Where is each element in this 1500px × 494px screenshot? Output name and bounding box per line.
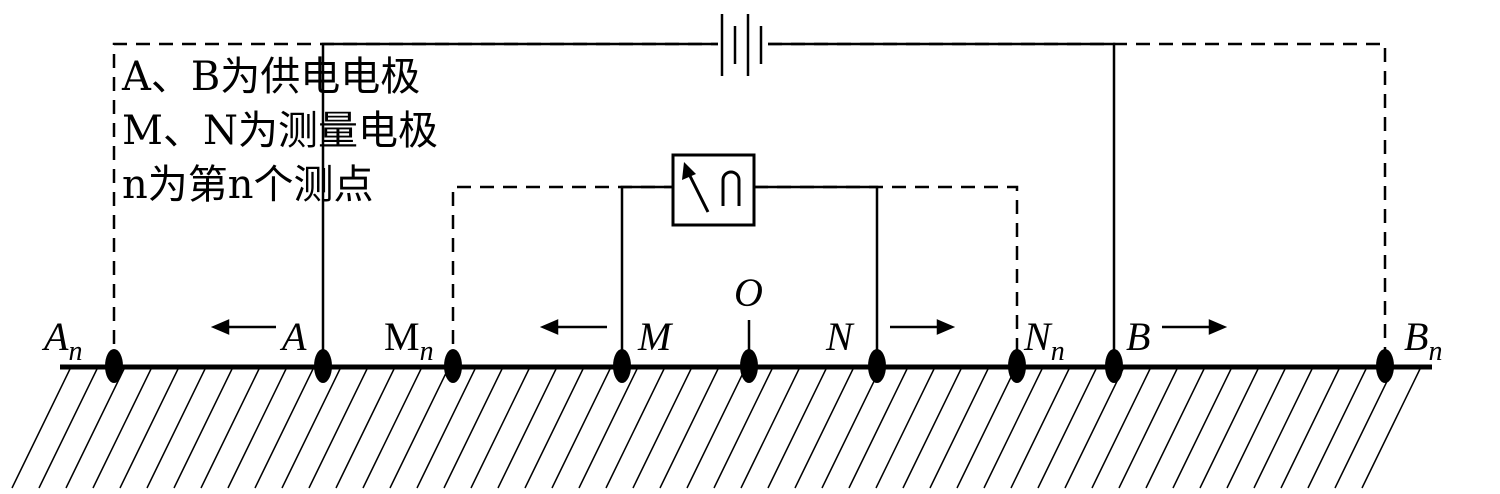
electrode-Nn	[1008, 349, 1026, 383]
label-Mn: Mn	[384, 314, 434, 367]
hatch-line	[956, 368, 1016, 489]
hatch-line	[443, 368, 503, 489]
label-Nn: Nn	[1023, 314, 1065, 367]
hatch-line	[335, 368, 395, 489]
hatch-line	[1010, 368, 1070, 489]
hatch-line	[1226, 368, 1286, 489]
hatch-line	[1091, 368, 1151, 489]
hatch-line	[1145, 368, 1205, 489]
hatch-line	[578, 368, 638, 489]
ground-hatch	[11, 368, 1421, 489]
hatch-line	[902, 368, 962, 489]
electrode-N	[868, 349, 886, 383]
hatch-line	[848, 368, 908, 489]
hatch-line	[524, 368, 584, 489]
hatch-line	[38, 368, 98, 489]
electrode-Bn	[1376, 349, 1394, 383]
hatch-line	[632, 368, 692, 489]
galvanometer-icon	[671, 153, 756, 227]
hatch-line	[1253, 368, 1313, 489]
hatch-line	[119, 368, 179, 489]
label-N: N	[825, 314, 855, 359]
hatch-line	[281, 368, 341, 489]
label-M: M	[637, 314, 674, 359]
electrode-Mn	[444, 349, 462, 383]
label-Bn: Bn	[1404, 314, 1442, 367]
hatch-line	[1199, 368, 1259, 489]
hatch-line	[146, 368, 206, 489]
hatch-line	[362, 368, 422, 489]
electrode-B	[1105, 349, 1123, 383]
electrode-O	[740, 349, 758, 383]
hatch-line	[254, 368, 314, 489]
legend-line-electrodes-supply: A、B为供电电极	[122, 54, 421, 100]
hatch-line	[173, 368, 233, 489]
hatch-line	[1064, 368, 1124, 489]
hatch-line	[200, 368, 260, 489]
hatch-line	[497, 368, 557, 489]
hatch-line	[713, 368, 773, 489]
supply-circuit	[321, 42, 1116, 367]
hatch-line	[227, 368, 287, 489]
hatch-line	[767, 368, 827, 489]
electrodes	[105, 349, 1394, 383]
measurement-circuit	[620, 185, 879, 367]
hatch-line	[1361, 368, 1421, 489]
label-An: An	[41, 314, 82, 367]
hatch-line	[1307, 368, 1367, 489]
hatch-line	[551, 368, 611, 489]
legend-line-electrodes-measure: M、N为测量电极	[122, 108, 438, 154]
hatch-line	[11, 368, 71, 489]
label-A: A	[279, 314, 307, 359]
hatch-line	[875, 368, 935, 489]
hatch-line	[1334, 368, 1394, 489]
hatch-line	[929, 368, 989, 489]
hatch-line	[1172, 368, 1232, 489]
hatch-line	[1280, 368, 1340, 489]
label-B: B	[1126, 314, 1150, 359]
direction-arrows	[210, 319, 1228, 335]
hatch-line	[821, 368, 881, 489]
electrode-A	[314, 349, 332, 383]
inner-dashed-circuit	[451, 185, 1019, 367]
hatch-line	[740, 368, 800, 489]
legend: A、B为供电电极 M、N为测量电极 n为第n个测点	[122, 50, 438, 212]
legend-line-measure-point: n为第n个测点	[122, 162, 374, 208]
hatch-line	[470, 368, 530, 489]
hatch-line	[1037, 368, 1097, 489]
hatch-line	[416, 368, 476, 489]
hatch-line	[1118, 368, 1178, 489]
electrode-An	[105, 349, 123, 383]
hatch-line	[389, 368, 449, 489]
hatch-line	[308, 368, 368, 489]
hatch-line	[605, 368, 665, 489]
hatch-line	[794, 368, 854, 489]
battery-icon	[720, 14, 763, 76]
label-O: O	[734, 270, 763, 315]
hatch-line	[65, 368, 125, 489]
hatch-line	[92, 368, 152, 489]
hatch-line	[983, 368, 1043, 489]
hatch-line	[686, 368, 746, 489]
hatch-line	[659, 368, 719, 489]
electrode-M	[613, 349, 631, 383]
